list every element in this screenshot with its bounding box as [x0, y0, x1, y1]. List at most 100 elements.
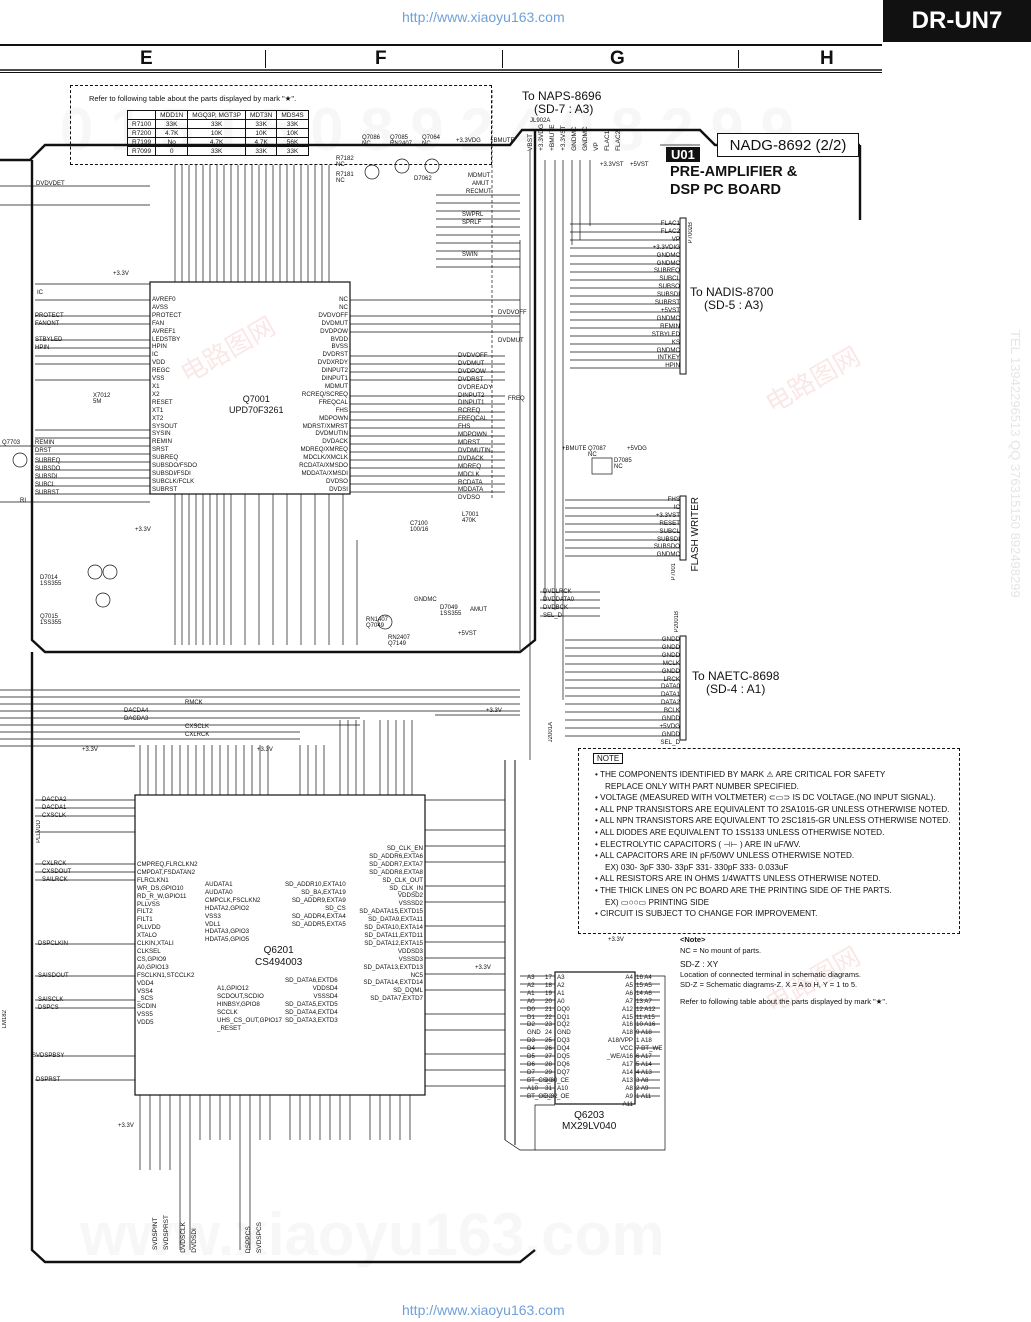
net-rmck: RMCK — [185, 700, 203, 706]
pin-label: _CE — [557, 1076, 570, 1084]
plus3v-4: +3.3V — [257, 747, 273, 753]
q7085-label: Q7085 RN2407 — [390, 135, 413, 147]
note-item: • THE THICK LINES ON PC BOARD ARE THE PR… — [595, 885, 892, 895]
connector-pin: FLAC2 — [660, 227, 680, 235]
pin-label: SUBSDO/FSDO — [152, 462, 198, 470]
connector-pin: +5VST — [660, 306, 680, 314]
pin-label: D1 — [527, 1013, 535, 1021]
pin-label: DINPUT2 — [321, 367, 348, 375]
pin-number: 18 — [545, 981, 552, 989]
pin-label: _OE — [557, 1092, 570, 1100]
pin-label: HDATA5,GPIO5 — [205, 936, 250, 944]
pin-label: A15 — [621, 1013, 633, 1021]
pin-label: A6 — [625, 989, 633, 997]
net-subcl: SUBCL — [35, 482, 56, 488]
pin-number: 27 — [545, 1053, 552, 1061]
pin-label: SD_DATA6,EXTD6 — [285, 977, 338, 984]
connector-pin: GNDMC — [656, 259, 680, 267]
pin-label: 1 A11 — [636, 1092, 652, 1100]
net-dspcs: DSPCS — [38, 1005, 59, 1011]
pin-label: VSSSD2 — [398, 900, 423, 908]
pin-label: NC — [339, 303, 348, 311]
note-item: • ALL NPN TRANSISTORS ARE EQUIVALENT TO … — [595, 816, 951, 826]
pin-label: XT1 — [152, 406, 164, 414]
pin-number: 22 — [545, 1013, 552, 1021]
pin-label: A1 — [557, 989, 565, 997]
column-f: F — [375, 48, 387, 69]
pin-label: CMPREQ,FLRCLKN2 — [137, 861, 198, 868]
pin-label: PLLVSS — [137, 900, 160, 908]
pin-label: DQ1 — [557, 1013, 570, 1021]
note-item: EX) ▭○○▭ PRINTING SIDE — [605, 897, 710, 907]
net-amut: AMUT — [472, 181, 489, 187]
net-saisclk: SAISCLK — [38, 997, 64, 1003]
pin-label: 4 A13 — [636, 1068, 652, 1076]
pin-label: DVDMUT — [321, 319, 348, 327]
plus3vst-top: +3.3VST — [600, 162, 624, 168]
pin-label: CMPCLK,FSCLKN2 — [205, 896, 261, 904]
connector-pin: DATA2 — [660, 699, 680, 707]
connector-pin: +3.3VDIG — [652, 243, 680, 251]
pin-label: BT_OE_32 — [527, 1092, 558, 1100]
net-label: DINPUT1 — [458, 399, 485, 407]
naps-pins: VBST +3.3VDG +BMUTE +3.3VST GNDMC GNDMC … — [527, 124, 622, 151]
pin-label: SD_DATA9,EXTA11 — [368, 916, 423, 924]
pin-label: SD_CS — [325, 904, 346, 912]
net-dvdvdet: DVDVDET — [36, 181, 65, 187]
net-subrst: SUBRST — [35, 490, 60, 496]
mark-table-caption: Refer to following table about the parts… — [89, 94, 297, 103]
pin-label: SD_DATA12,EXTA15 — [364, 939, 423, 947]
pin-label: D0 — [527, 1005, 535, 1013]
pin-label: D5 — [527, 1053, 535, 1061]
net-label: FREQCAL — [458, 415, 488, 423]
pin-label: SD_DATA10,EXTA14 — [364, 924, 423, 932]
q7015-label: Q7015 1SS355 — [40, 614, 62, 626]
connector-pin: GNDD — [661, 715, 680, 723]
net-label: RCDATA — [458, 478, 483, 486]
pin-label: BVDD — [330, 335, 348, 343]
nadg-box: NADG-8692 (2/2) — [717, 133, 859, 157]
pin-label: SD_ADDR6,EXTA6 — [369, 852, 423, 860]
net-dvdlrck: DVDLRCK — [543, 589, 572, 595]
connector-pin: SEL_D — [660, 738, 680, 746]
note-item: • CIRCUIT IS SUBJECT TO CHANGE FOR IMPRO… — [595, 909, 818, 919]
pin-label: CLKIN,XTALI — [137, 940, 174, 948]
pin-number: 25 — [545, 1037, 552, 1045]
pin-label: A12 — [621, 1005, 633, 1013]
plus3v-8: +3.3V — [608, 937, 624, 943]
connector-pin: DATA0 — [660, 683, 680, 691]
pin-label: DVDMUTIN — [315, 430, 348, 438]
plus3v-3: +3.3V — [82, 747, 98, 753]
pin-label: VSS — [152, 375, 165, 383]
pin-label: 11 A15 — [636, 1013, 655, 1021]
top-url[interactable]: http://www.xiaoyu163.com — [402, 9, 565, 25]
net-cxlrck-l: CXLRCK — [42, 861, 67, 867]
pin-label: A14 — [621, 1068, 633, 1076]
pin-number: 20 — [545, 997, 552, 1005]
connector-pin: VP — [671, 235, 680, 243]
pin-label: DVDRST — [322, 351, 348, 359]
net-recmut: RECMUT — [466, 189, 492, 195]
pin-label: A4 — [625, 974, 633, 981]
bottom-url[interactable]: http://www.xiaoyu163.com — [402, 1302, 565, 1318]
connector-pin: STBYLED — [651, 330, 680, 338]
pin-label: A18 — [621, 1029, 633, 1037]
pin-label: D6 — [527, 1060, 535, 1068]
connector-pin: GNDD — [661, 651, 680, 659]
connector-pin: GNDD — [661, 636, 680, 643]
pin-label: VDDSD3 — [397, 947, 423, 955]
pin-label: A1,GPIO12 — [217, 985, 249, 992]
pin-label: _SCS — [137, 995, 154, 1003]
net-sel-d: SEL_D — [543, 613, 563, 619]
pin-label: VCC — [619, 1045, 633, 1053]
connector-pin: LRCK — [663, 675, 680, 683]
jl902a-label: JL902A — [530, 118, 551, 124]
pin-label: DVDSI — [329, 485, 348, 493]
bottom-nets-1: SVDSPINT SVDSPRST — [152, 1215, 170, 1251]
